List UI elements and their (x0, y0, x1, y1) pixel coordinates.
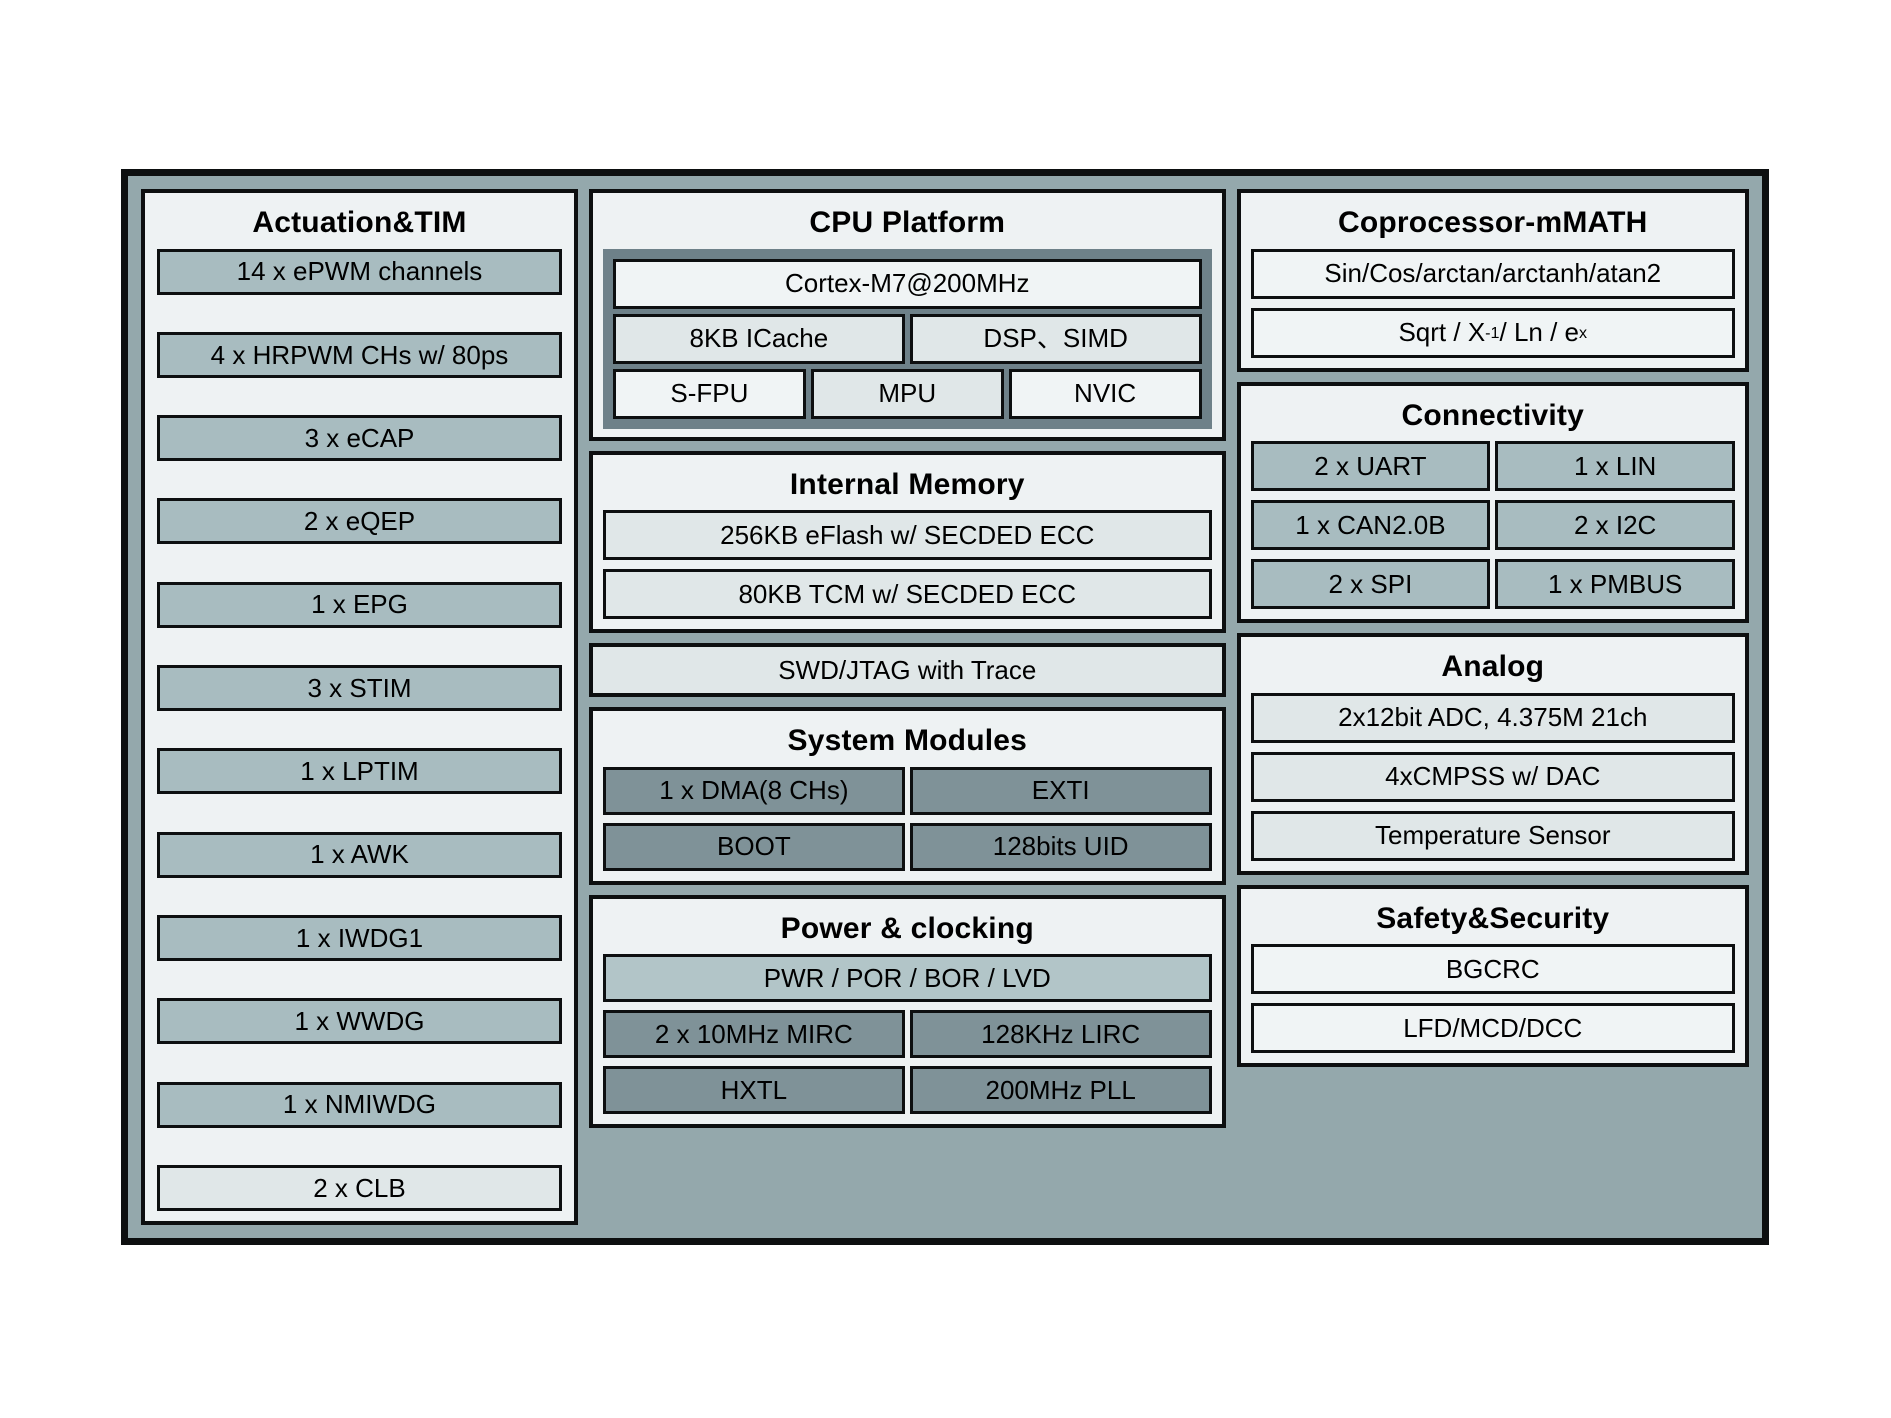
block-s-fpu[interactable]: S-FPU (612, 368, 806, 419)
sqrt-mid-text: / Ln / e (1499, 317, 1580, 348)
group-system-modules: System Modules 1 x DMA(8 CHs) EXTI BOOT … (588, 707, 1226, 885)
block-nvic[interactable]: NVIC (1008, 368, 1202, 419)
block-epg[interactable]: 1 x EPG (157, 581, 562, 628)
block-exti[interactable]: EXTI (909, 766, 1212, 815)
connectivity-row-1: 2 x UART 1 x LIN (1250, 441, 1736, 491)
block-i2c[interactable]: 2 x I2C (1495, 500, 1736, 550)
group-title-system-modules: System Modules (787, 724, 1028, 757)
block-nmiwdg[interactable]: 1 x NMIWDG (157, 1081, 562, 1128)
block-dsp-simd[interactable]: DSP、SIMD (909, 313, 1202, 364)
group-title-cpu-platform: CPU Platform (809, 206, 1006, 239)
group-power-clocking: Power & clocking PWR / POR / BOR / LVD 2… (588, 894, 1226, 1128)
system-modules-row-2: BOOT 128bits UID (602, 822, 1212, 871)
block-lptim[interactable]: 1 x LPTIM (157, 748, 562, 795)
block-wwdg[interactable]: 1 x WWDG (157, 998, 562, 1045)
block-clb[interactable]: 2 x CLB (157, 1164, 562, 1211)
block-pmbus[interactable]: 1 x PMBUS (1495, 559, 1736, 609)
block-eqep[interactable]: 2 x eQEP (157, 498, 562, 545)
column-left: Actuation&TIM 14 x ePWM channels 4 x HRP… (141, 189, 578, 1225)
group-title-power-clocking: Power & clocking (780, 911, 1034, 945)
block-pll[interactable]: 200MHz PLL (909, 1066, 1212, 1114)
block-iwdg1[interactable]: 1 x IWDG1 (157, 915, 562, 961)
coprocessor-list: Sin/Cos/arctan/arctanh/atan2 Sqrt / X-1 … (1250, 248, 1735, 358)
group-title-coprocessor: Coprocessor-mMATH (1338, 206, 1648, 239)
group-safety-security: Safety&Security BGCRC LFD/MCD/DCC (1236, 884, 1749, 1067)
group-title-connectivity: Connectivity (1401, 398, 1584, 432)
group-internal-memory: Internal Memory 256KB eFlash w/ SECDED E… (588, 450, 1226, 633)
block-awk[interactable]: 1 x AWK (157, 831, 562, 878)
connectivity-row-2: 1 x CAN2.0B 2 x I2C (1250, 500, 1736, 550)
system-modules-rows: 1 x DMA(8 CHs) EXTI BOOT 128bits UID (602, 766, 1212, 871)
column-middle: CPU Platform Cortex-M7@200MHz 8KB ICache… (588, 189, 1226, 1225)
group-debug-interface: SWD/JTAG with Trace (588, 643, 1226, 697)
power-clocking-row-1: 2 x 10MHz MIRC 128KHz LIRC (602, 1010, 1212, 1058)
group-connectivity: Connectivity 2 x UART 1 x LIN 1 x CAN2.0… (1236, 381, 1749, 623)
block-temperature-sensor[interactable]: Temperature Sensor (1250, 810, 1735, 861)
block-boot[interactable]: BOOT (602, 822, 905, 871)
safety-security-list: BGCRC LFD/MCD/DCC (1250, 944, 1735, 1053)
block-stim[interactable]: 3 x STIM (157, 665, 562, 712)
group-title-actuation: Actuation&TIM (252, 206, 467, 239)
block-pwr-por-bor-lvd[interactable]: PWR / POR / BOR / LVD (602, 954, 1212, 1002)
block-trig-functions[interactable]: Sin/Cos/arctan/arctanh/atan2 (1250, 248, 1735, 299)
sqrt-prefix-text: Sqrt / X (1398, 317, 1486, 348)
block-lin[interactable]: 1 x LIN (1495, 441, 1736, 491)
block-uid[interactable]: 128bits UID (909, 822, 1212, 871)
group-cpu-platform: CPU Platform Cortex-M7@200MHz 8KB ICache… (588, 189, 1226, 441)
group-actuation-tim: Actuation&TIM 14 x ePWM channels 4 x HRP… (141, 189, 578, 1225)
block-hxtl[interactable]: HXTL (602, 1066, 905, 1114)
group-coprocessor-mmath: Coprocessor-mMATH Sin/Cos/arctan/arctanh… (1236, 189, 1749, 372)
block-uart[interactable]: 2 x UART (1250, 441, 1491, 491)
connectivity-grid: 2 x UART 1 x LIN 1 x CAN2.0B 2 x I2C 2 x… (1250, 441, 1736, 609)
actuation-item-list: 14 x ePWM channels 4 x HRPWM CHs w/ 80ps… (157, 248, 562, 1212)
cpu-row-fpu-mpu-nvic: S-FPU MPU NVIC (612, 368, 1202, 419)
group-title-analog: Analog (1441, 650, 1545, 683)
block-cortex-core[interactable]: Cortex-M7@200MHz (612, 258, 1202, 309)
connectivity-row-3: 2 x SPI 1 x PMBUS (1250, 559, 1736, 609)
cpu-inner-panel: Cortex-M7@200MHz 8KB ICache DSP、SIMD S-F… (602, 248, 1212, 429)
block-tcm[interactable]: 80KB TCM w/ SECDED ECC (602, 569, 1212, 619)
power-clocking-rows: PWR / POR / BOR / LVD 2 x 10MHz MIRC 128… (602, 954, 1212, 1114)
block-cmpss[interactable]: 4xCMPSS w/ DAC (1250, 751, 1735, 802)
block-adc[interactable]: 2x12bit ADC, 4.375M 21ch (1250, 692, 1735, 743)
block-lfd-mcd-dcc[interactable]: LFD/MCD/DCC (1250, 1003, 1735, 1053)
block-dma[interactable]: 1 x DMA(8 CHs) (602, 766, 905, 815)
block-mpu[interactable]: MPU (810, 368, 1004, 419)
group-analog: Analog 2x12bit ADC, 4.375M 21ch 4xCMPSS … (1236, 633, 1749, 875)
power-clocking-row-2: HXTL 200MHz PLL (602, 1066, 1212, 1114)
analog-list: 2x12bit ADC, 4.375M 21ch 4xCMPSS w/ DAC … (1250, 692, 1735, 861)
block-bgcrc[interactable]: BGCRC (1250, 944, 1735, 994)
block-swd-jtag[interactable]: SWD/JTAG with Trace (592, 647, 1222, 693)
internal-memory-list: 256KB eFlash w/ SECDED ECC 80KB TCM w/ S… (602, 510, 1212, 619)
block-icache[interactable]: 8KB ICache (612, 313, 905, 364)
block-mirc[interactable]: 2 x 10MHz MIRC (602, 1010, 905, 1058)
block-epwm-channels[interactable]: 14 x ePWM channels (157, 248, 562, 295)
group-title-safety-security: Safety&Security (1376, 901, 1610, 935)
block-spi[interactable]: 2 x SPI (1250, 559, 1491, 609)
block-hrpwm-chs[interactable]: 4 x HRPWM CHs w/ 80ps (157, 331, 562, 378)
block-lirc[interactable]: 128KHz LIRC (909, 1010, 1212, 1058)
block-ecap[interactable]: 3 x eCAP (157, 415, 562, 462)
system-modules-row-1: 1 x DMA(8 CHs) EXTI (602, 766, 1212, 815)
chip-outer-frame: Actuation&TIM 14 x ePWM channels 4 x HRP… (121, 169, 1769, 1245)
block-can[interactable]: 1 x CAN2.0B (1250, 500, 1491, 550)
group-title-internal-memory: Internal Memory (789, 467, 1025, 501)
cpu-row-cache-dsp: 8KB ICache DSP、SIMD (612, 313, 1202, 364)
block-eflash[interactable]: 256KB eFlash w/ SECDED ECC (602, 510, 1212, 560)
column-right: Coprocessor-mMATH Sin/Cos/arctan/arctanh… (1236, 189, 1749, 1225)
